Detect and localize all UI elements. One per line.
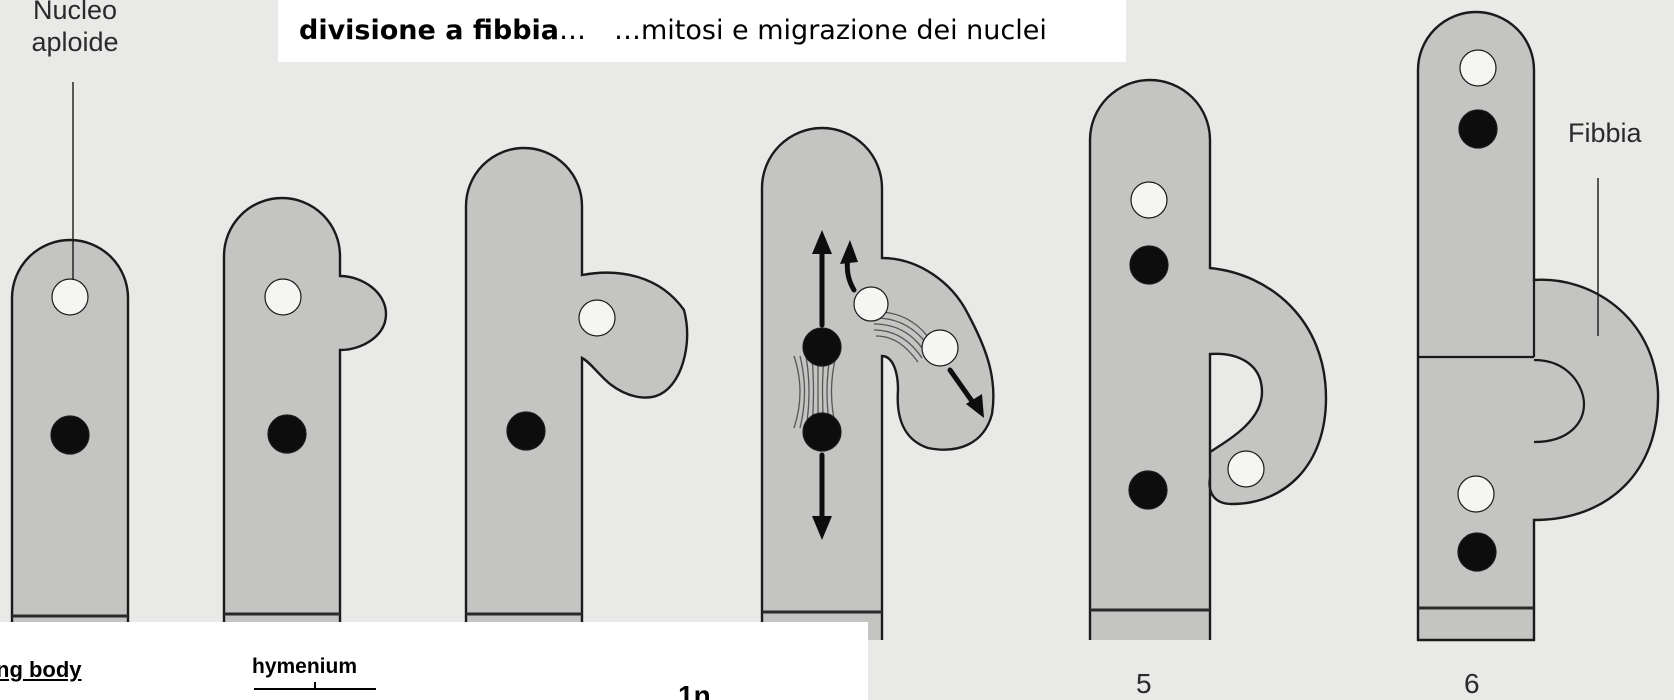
nucleus-dark (51, 416, 89, 454)
nucleus-dark (803, 413, 841, 451)
nucleus-dark (1458, 533, 1496, 571)
nucleus-dark (1129, 471, 1167, 509)
hypha-stage-5 (1090, 80, 1326, 640)
nucleus-light (1460, 50, 1496, 86)
label-fibbia: Fibbia (1568, 117, 1642, 149)
nucleus-light (1131, 182, 1167, 218)
inset-body-label: ng body (0, 657, 82, 683)
hypha-stage-6 (1418, 12, 1658, 640)
nucleus-dark (268, 415, 306, 453)
nucleus-light (265, 279, 301, 315)
stage-number-5: 5 (1136, 668, 1152, 700)
title-banner: divisione a fibbia… …mitosi e migrazione… (278, 0, 1126, 62)
title-rest: …mitosi e migrazione dei nuclei (614, 0, 1047, 62)
inset-bracket-tick (314, 682, 316, 690)
nucleus-light (854, 287, 888, 321)
nucleus-dark (803, 328, 841, 366)
nucleus-light (1458, 476, 1494, 512)
hypha-stage-3 (466, 148, 687, 640)
inset-hymenium-label: hymenium (252, 655, 357, 679)
inset-ploidy-label: 1n (678, 680, 711, 700)
stage-number-6: 6 (1464, 668, 1480, 700)
nucleus-light (579, 300, 615, 336)
nucleus-dark (1459, 110, 1497, 148)
nucleus-dark (507, 412, 545, 450)
hypha-stage-2 (224, 198, 386, 640)
haploid-nucleus-light (52, 279, 88, 315)
inset-fragment: ng body hymenium 1n (0, 622, 868, 700)
nucleus-light (922, 330, 958, 366)
title-bold: divisione a fibbia… (299, 0, 586, 62)
label-nucleo-aploide: Nucleo aploide (20, 0, 130, 58)
nucleus-light (1228, 451, 1264, 487)
nucleus-dark (1130, 246, 1168, 284)
